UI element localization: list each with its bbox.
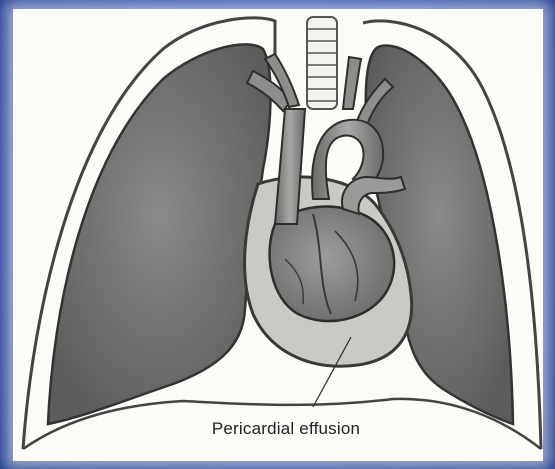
chest-illustration xyxy=(13,9,543,461)
illustration-panel: Pericardial effusion xyxy=(13,9,543,461)
left-lung xyxy=(48,44,271,424)
pericardial-effusion-label: Pericardial effusion xyxy=(171,419,401,439)
trachea xyxy=(307,17,337,109)
